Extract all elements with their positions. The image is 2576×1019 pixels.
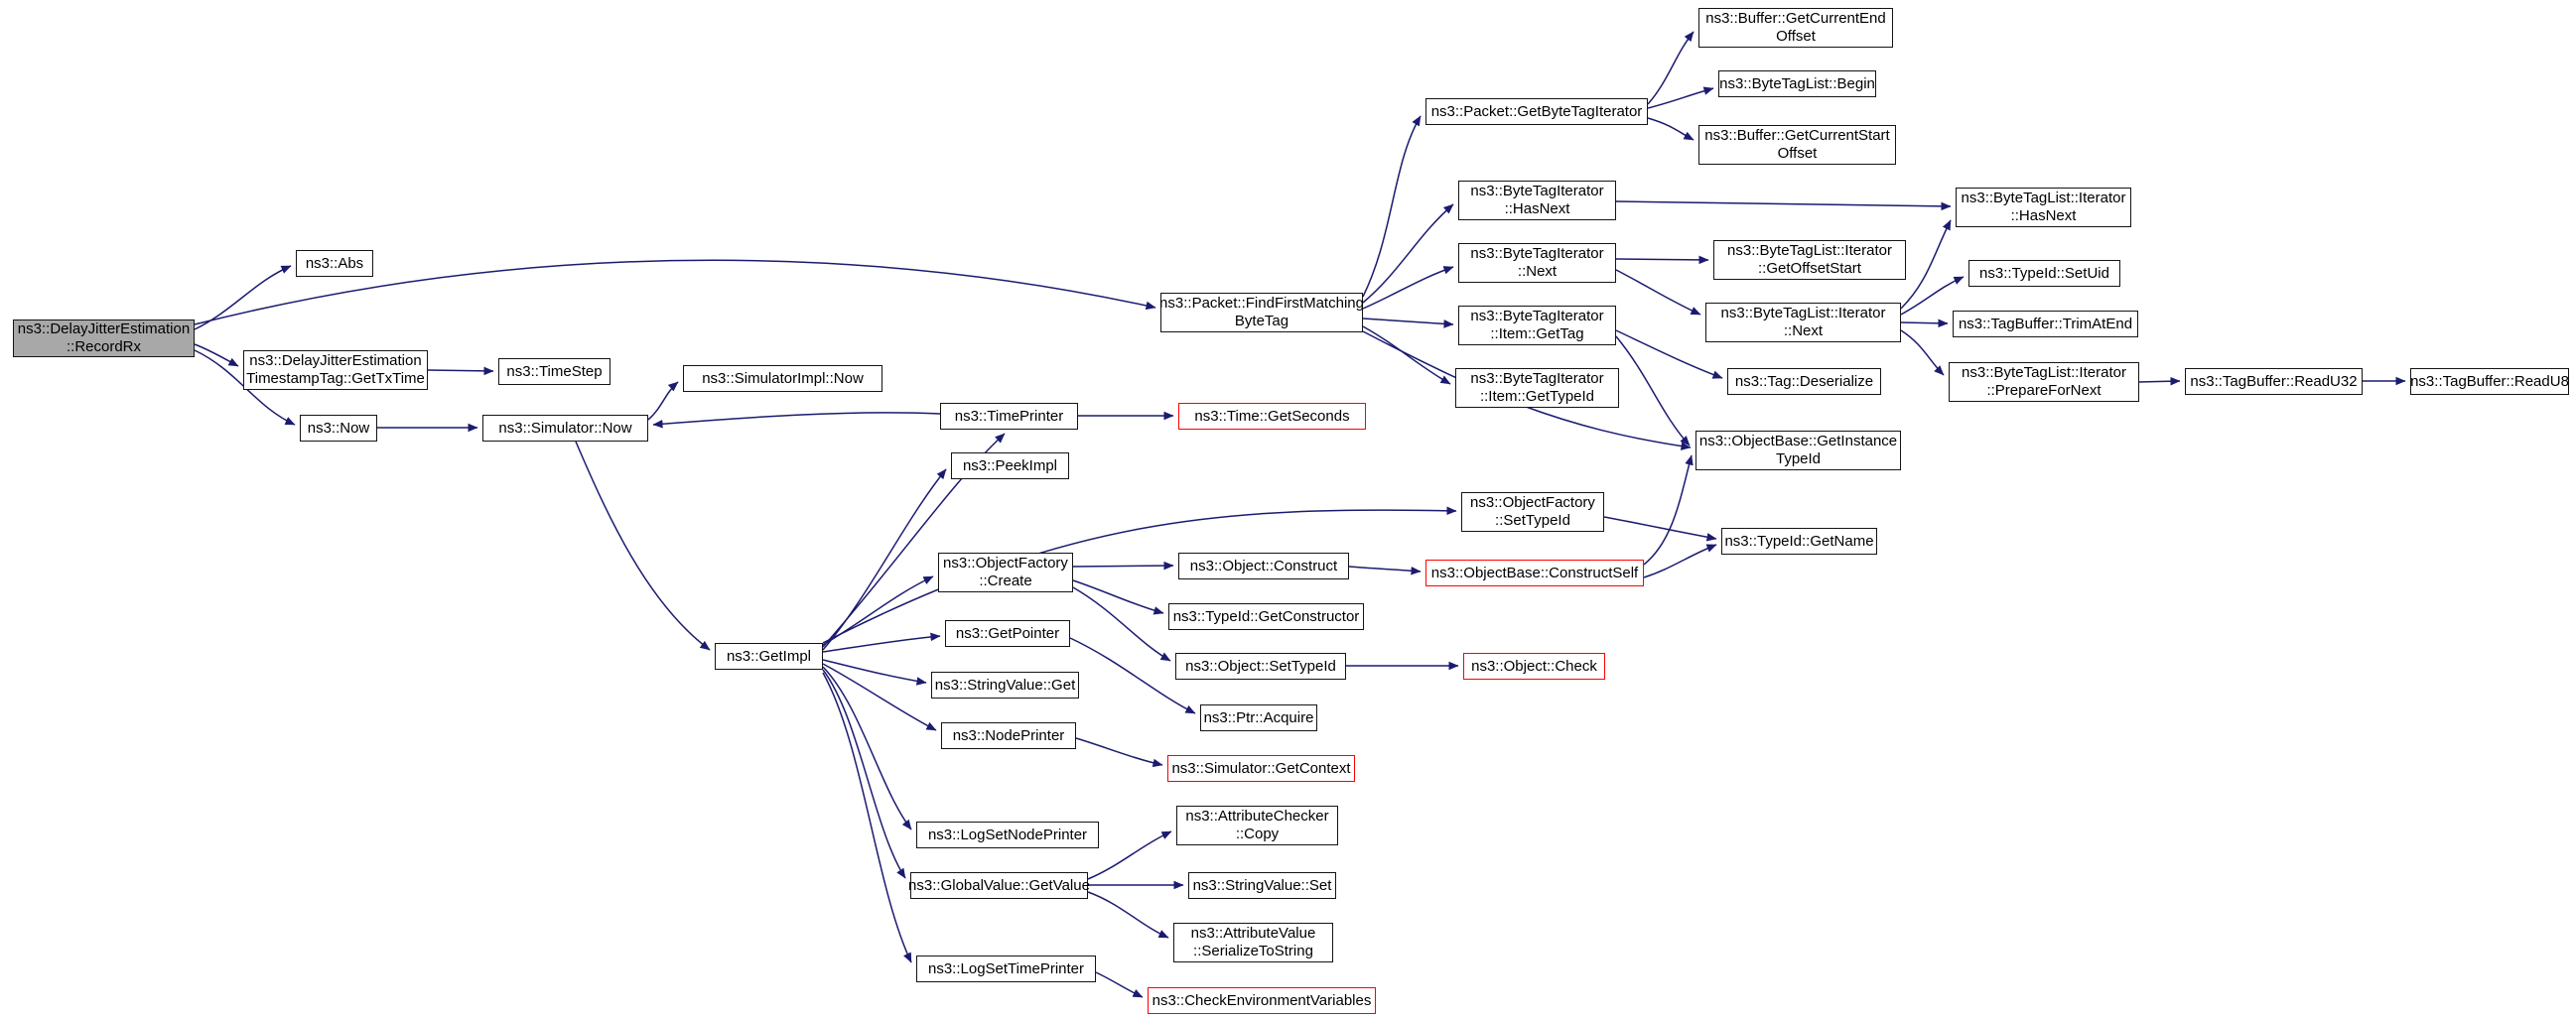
node-attributevalue-serializetostring[interactable]: ns3::AttributeValue ::SerializeToString (1173, 923, 1333, 962)
node-simulator-now[interactable]: ns3::Simulator::Now (482, 415, 648, 442)
edge-recordrx-abs (194, 265, 292, 330)
edge-create-getconstructor (1072, 579, 1164, 615)
node-typeid-setuid[interactable]: ns3::TypeId::SetUid (1968, 260, 2120, 287)
edge-simulator-now-simulatorimpl-now (647, 381, 679, 421)
edge-getbytetagiterator-begin (1647, 86, 1714, 109)
edge-findfirst-getbytetagiterator (1362, 115, 1422, 298)
edge-globalvalue-getvalue-serializetostring (1087, 891, 1169, 939)
edge-create-object-settypeid (1072, 586, 1171, 662)
node-objectbase-constructself[interactable]: ns3::ObjectBase::ConstructSelf (1425, 560, 1644, 586)
node-buffer-getcurrentstartoffset[interactable]: ns3::Buffer::GetCurrentStart Offset (1698, 125, 1896, 165)
node-ptr-acquire[interactable]: ns3::Ptr::Acquire (1200, 704, 1317, 731)
edge-recordrx-findfirstmatchingbytetag (194, 259, 1156, 325)
node-packet-findfirstmatchingbytetag[interactable]: ns3::Packet::FindFirstMatching ByteTag (1159, 293, 1364, 332)
edge-constructself-getname (1643, 544, 1717, 578)
node-getpointer[interactable]: ns3::GetPointer (945, 620, 1070, 647)
node-buffer-getcurrentendoffset[interactable]: ns3::Buffer::GetCurrentEnd Offset (1698, 8, 1893, 48)
edge-getbytetagiterator-endoffset (1647, 31, 1695, 105)
node-tagbuffer-readu8[interactable]: ns3::TagBuffer::ReadU8 (2410, 368, 2569, 395)
node-objectfactory-create[interactable]: ns3::ObjectFactory ::Create (938, 553, 1073, 592)
edge-btlinext-trimatend (1900, 318, 1949, 328)
edge-recordrx-gettxtime (194, 343, 239, 367)
node-object-construct[interactable]: ns3::Object::Construct (1178, 553, 1349, 579)
node-nodeprinter[interactable]: ns3::NodePrinter (941, 722, 1076, 749)
edge-getbytetagiterator-startoffset (1647, 117, 1695, 141)
node-tag-deserialize[interactable]: ns3::Tag::Deserialize (1727, 368, 1881, 395)
node-objectfactory-settypeid[interactable]: ns3::ObjectFactory ::SetTypeId (1461, 492, 1604, 532)
edge-btihasnext-btlihasnext (1615, 200, 1952, 211)
edge-btinext-btlinext (1615, 269, 1701, 316)
node-getimpl[interactable]: ns3::GetImpl (715, 643, 823, 670)
node-recordrx: ns3::DelayJitterEstimation ::RecordRx (13, 319, 195, 357)
edge-getimpl-stringvalue-get (822, 659, 927, 686)
node-peekimpl[interactable]: ns3::PeekImpl (951, 452, 1069, 479)
edge-getpointer-acquire (1069, 637, 1196, 714)
edge-getimpl-getpointer (822, 632, 941, 653)
node-objectbase-getinstancetypeid[interactable]: ns3::ObjectBase::GetInstance TypeId (1695, 431, 1901, 470)
edge-btlinext-setuid (1900, 276, 1965, 316)
node-globalvalue-getvalue[interactable]: ns3::GlobalValue::GetValue (908, 872, 1090, 899)
node-stringvalue-set[interactable]: ns3::StringValue::Set (1188, 872, 1336, 899)
node-tagbuffer-readu32[interactable]: ns3::TagBuffer::ReadU32 (2185, 368, 2363, 395)
node-bytetaglist-iterator-getoffsetstart[interactable]: ns3::ByteTagList::Iterator ::GetOffsetSt… (1713, 240, 1906, 280)
node-simulator-getcontext[interactable]: ns3::Simulator::GetContext (1167, 755, 1355, 782)
node-bytetaglist-begin[interactable]: ns3::ByteTagList::Begin (1718, 70, 1876, 97)
node-typeid-getconstructor[interactable]: ns3::TypeId::GetConstructor (1168, 603, 1364, 630)
node-object-settypeid[interactable]: ns3::Object::SetTypeId (1175, 653, 1346, 680)
edge-timeprinter-simulator-now (652, 412, 941, 429)
node-timestep[interactable]: ns3::TimeStep (498, 358, 610, 385)
node-gettxtime[interactable]: ns3::DelayJitterEstimation TimestampTag:… (243, 350, 428, 390)
node-typeid-getname[interactable]: ns3::TypeId::GetName (1721, 528, 1877, 555)
edge-constructself-getinstancetypeid (1643, 454, 1694, 566)
node-bytetaglist-iterator-hasnext[interactable]: ns3::ByteTagList::Iterator ::HasNext (1956, 188, 2131, 227)
node-bytetaglist-iterator-preparefornext[interactable]: ns3::ByteTagList::Iterator ::PrepareForN… (1949, 362, 2139, 402)
node-abs[interactable]: ns3::Abs (296, 250, 373, 277)
node-simulatorimpl-now[interactable]: ns3::SimulatorImpl::Now (683, 365, 882, 392)
edge-findfirst-bytetagiterator-hasnext (1362, 203, 1454, 304)
node-packet-getbytetagiterator[interactable]: ns3::Packet::GetByteTagIterator (1425, 98, 1648, 125)
edge-create-construct (1072, 561, 1174, 571)
node-bytetagiterator-hasnext[interactable]: ns3::ByteTagIterator ::HasNext (1458, 181, 1616, 220)
edge-findfirst-item-gettag (1362, 318, 1454, 328)
node-logsettimeprinter[interactable]: ns3::LogSetTimePrinter (916, 955, 1096, 982)
edge-itemgettag-deserialize (1615, 329, 1723, 379)
node-time-getseconds[interactable]: ns3::Time::GetSeconds (1178, 403, 1366, 430)
node-logsetnodeprinter[interactable]: ns3::LogSetNodePrinter (916, 822, 1099, 848)
node-checkenvironmentvariables[interactable]: ns3::CheckEnvironmentVariables (1148, 987, 1376, 1014)
edge-preparefornext-readu32 (2138, 376, 2181, 386)
node-attributechecker-copy[interactable]: ns3::AttributeChecker ::Copy (1176, 806, 1338, 845)
node-timeprinter[interactable]: ns3::TimePrinter (940, 403, 1078, 430)
edge-itemgettag-getinstancetypeid (1615, 335, 1691, 446)
edge-btlinext-preparefornext (1900, 329, 1945, 376)
edge-getimpl-logsetnodeprinter (822, 666, 912, 830)
edge-findfirst-item-gettypeid (1362, 325, 1451, 385)
edge-getimpl-globalvalue-getvalue (822, 669, 906, 879)
edge-gettxtime-timestep (427, 366, 494, 376)
node-stringvalue-get[interactable]: ns3::StringValue::Get (931, 672, 1079, 699)
edge-simulator-now-getimpl (575, 441, 711, 651)
node-bytetaglist-iterator-next[interactable]: ns3::ByteTagList::Iterator ::Next (1705, 303, 1901, 342)
node-now[interactable]: ns3::Now (300, 415, 377, 442)
edge-nodeprinter-getcontext (1075, 737, 1163, 768)
node-bytetagiterator-item-gettypeid[interactable]: ns3::ByteTagIterator ::Item::GetTypeId (1455, 368, 1619, 408)
edge-logsettimeprinter-checkenv (1095, 971, 1144, 998)
node-object-check[interactable]: ns3::Object::Check (1463, 653, 1605, 680)
edge-objectfactory-settypeid-getname (1603, 516, 1717, 542)
edge-getimpl-nodeprinter (822, 663, 937, 731)
node-tagbuffer-trimatend[interactable]: ns3::TagBuffer::TrimAtEnd (1953, 311, 2138, 337)
edge-findfirst-bytetagiterator-next (1362, 266, 1454, 310)
edge-getimpl-peekimpl (822, 468, 947, 651)
edge-getimpl-objectfactory-settypeid (822, 506, 1457, 644)
node-bytetagiterator-next[interactable]: ns3::ByteTagIterator ::Next (1458, 243, 1616, 283)
edge-globalvalue-getvalue-copy (1087, 830, 1172, 880)
edge-btinext-getoffsetstart (1615, 255, 1709, 265)
edge-construct-constructself (1348, 566, 1422, 575)
edge-btlinext-btlihasnext (1900, 219, 1952, 310)
node-bytetagiterator-item-gettag[interactable]: ns3::ByteTagIterator ::Item::GetTag (1458, 306, 1616, 345)
edge-getimpl-logsettimeprinter (822, 672, 912, 963)
